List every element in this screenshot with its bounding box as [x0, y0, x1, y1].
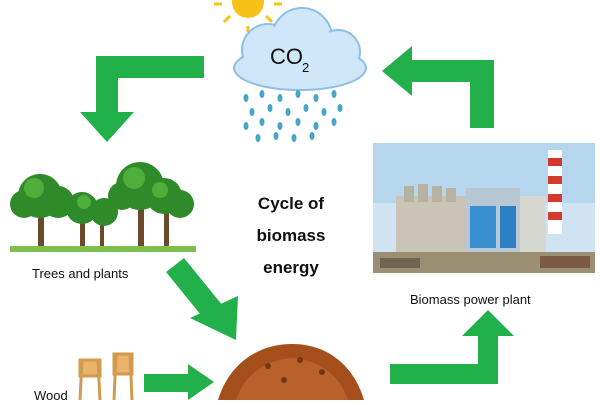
sun-icon [214, 0, 282, 32]
arrow-cloud-to-trees [80, 56, 204, 142]
co2-label: CO [270, 44, 303, 69]
rain-drops [243, 90, 343, 142]
wooden-chairs-icon [78, 352, 134, 401]
biomass-pile-icon [218, 344, 364, 400]
diagram-title-line-2: biomass [256, 226, 326, 245]
diagram-title-line-1: Cycle of [257, 194, 325, 213]
arrow-biomass-to-plant [390, 310, 514, 384]
arrow-trees-to-biomass [166, 258, 238, 340]
co2-subscript: 2 [302, 60, 309, 75]
arrow-plant-to-cloud [382, 46, 494, 128]
diagram-title-line-3: energy [263, 258, 319, 277]
biomass-power-plant-label: Biomass power plant [410, 292, 531, 307]
arrow-wood-to-biomass [144, 364, 214, 400]
co2-cloud-icon [233, 7, 367, 91]
trees-icon [10, 162, 196, 252]
wood-label: Wood [34, 388, 68, 403]
trees-and-plants-label: Trees and plants [32, 266, 129, 281]
power-plant-image [373, 143, 595, 273]
